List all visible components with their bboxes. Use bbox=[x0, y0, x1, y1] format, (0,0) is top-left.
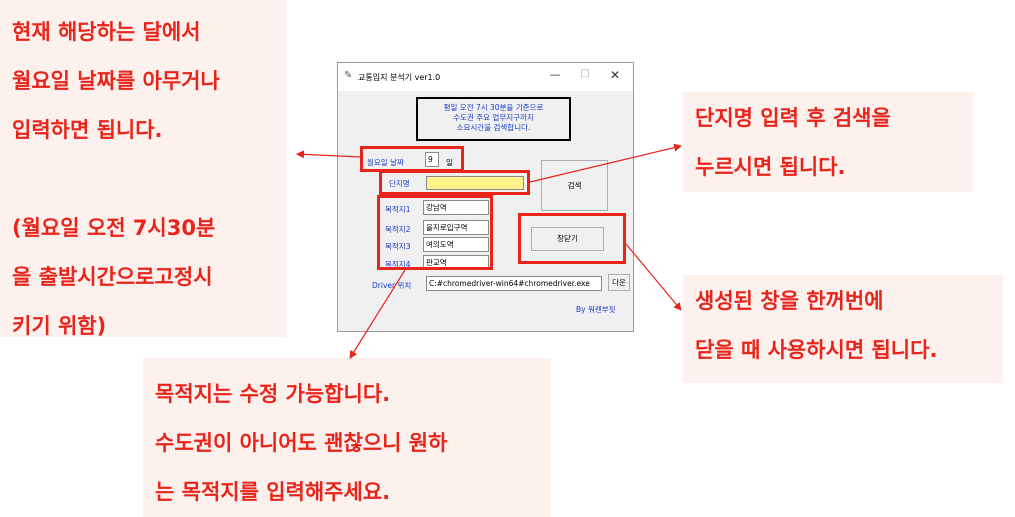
note-line: 을 출발시간으로고정시 bbox=[12, 265, 213, 289]
arrow-to-right-bottom-note bbox=[625, 243, 682, 311]
note-line: 닫을 때 사용하시면 됩니다. bbox=[695, 338, 938, 362]
destination-input[interactable]: 강남역 bbox=[423, 200, 489, 215]
note-line: 입력하면 됩니다. bbox=[12, 118, 163, 142]
info-line: 소요시간을 검색합니다. bbox=[456, 123, 531, 132]
note-line: (월요일 오전 7시30분 bbox=[12, 216, 216, 240]
title-bar[interactable]: ✎ 교통입지 분석기 ver1.0 — □ ✕ bbox=[338, 63, 633, 91]
arrow-to-bottom-note bbox=[349, 269, 406, 359]
annotation-monday-date: 현재 해당하는 달에서 월요일 날짜를 아무거나 입력하면 됩니다. (월요일 … bbox=[0, 0, 286, 338]
complex-name-input[interactable] bbox=[426, 176, 524, 190]
destination-input[interactable]: 을지로입구역 bbox=[423, 220, 489, 235]
note-line: 현재 해당하는 달에서 bbox=[12, 20, 201, 44]
driver-path-label: Driver 위치 bbox=[372, 281, 412, 290]
download-button[interactable]: 다운 bbox=[608, 274, 630, 291]
monday-date-label: 월요일 날짜 bbox=[367, 158, 404, 167]
feather-icon: ✎ bbox=[344, 70, 353, 81]
arrow-to-right-top-note bbox=[529, 143, 682, 183]
note-line: 는 목적지를 입력해주세요. bbox=[155, 480, 391, 504]
note-line: 목적지는 수정 가능합니다. bbox=[155, 382, 391, 406]
destination-label: 목적지1 bbox=[385, 205, 411, 214]
note-line: 수도권이 아니어도 괜찮으니 원하 bbox=[155, 431, 448, 455]
highlight-complex-name bbox=[379, 170, 530, 195]
search-button[interactable]: 검색 bbox=[541, 160, 608, 211]
minimize-button[interactable]: — bbox=[549, 68, 561, 81]
destination-label: 목적지2 bbox=[385, 225, 411, 234]
window-title: 교통입지 분석기 ver1.0 bbox=[358, 73, 441, 82]
note-line: 키기 위함) bbox=[12, 314, 107, 338]
author-label: By 워렌부핏 bbox=[576, 305, 616, 314]
destination-label: 목적지3 bbox=[385, 242, 411, 251]
driver-path-input[interactable]: C:#chromedriver-win64#chromedriver.exe bbox=[426, 276, 602, 291]
maximize-button[interactable]: □ bbox=[580, 68, 590, 79]
note-line: 생성된 창을 한꺼번에 bbox=[695, 289, 884, 313]
info-line: 수도권 주요 업무지구까지 bbox=[453, 113, 534, 122]
info-line: 평일 오전 7시 30분을 기준으로 bbox=[443, 103, 544, 112]
note-line: 누르시면 됩니다. bbox=[695, 155, 846, 179]
annotation-close-windows: 생성된 창을 한꺼번에 닫을 때 사용하시면 됩니다. bbox=[683, 275, 1003, 383]
close-button[interactable]: ✕ bbox=[609, 68, 621, 82]
monday-date-input[interactable]: 9 bbox=[425, 152, 439, 167]
note-line: 월요일 날짜를 아무거나 bbox=[12, 69, 220, 93]
day-suffix-label: 일 bbox=[446, 158, 453, 167]
annotation-complex-search: 단지명 입력 후 검색을 누르시면 됩니다. bbox=[683, 92, 973, 192]
complex-name-label: 단지명 bbox=[389, 179, 410, 188]
destination-label: 목적지4 bbox=[385, 260, 411, 269]
note-line: 단지명 입력 후 검색을 bbox=[695, 106, 891, 130]
arrow-to-left-note bbox=[296, 150, 361, 159]
close-windows-button[interactable]: 창닫기 bbox=[531, 227, 604, 251]
annotation-destinations: 목적지는 수정 가능합니다. 수도권이 아니어도 괜찮으니 원하 는 목적지를 … bbox=[143, 358, 551, 517]
highlight-destinations bbox=[377, 195, 493, 270]
highlight-close-windows bbox=[518, 213, 626, 264]
info-message-box: 평일 오전 7시 30분을 기준으로 수도권 주요 업무지구까지 소요시간을 검… bbox=[416, 97, 571, 141]
destination-input[interactable]: 여의도역 bbox=[423, 237, 489, 252]
